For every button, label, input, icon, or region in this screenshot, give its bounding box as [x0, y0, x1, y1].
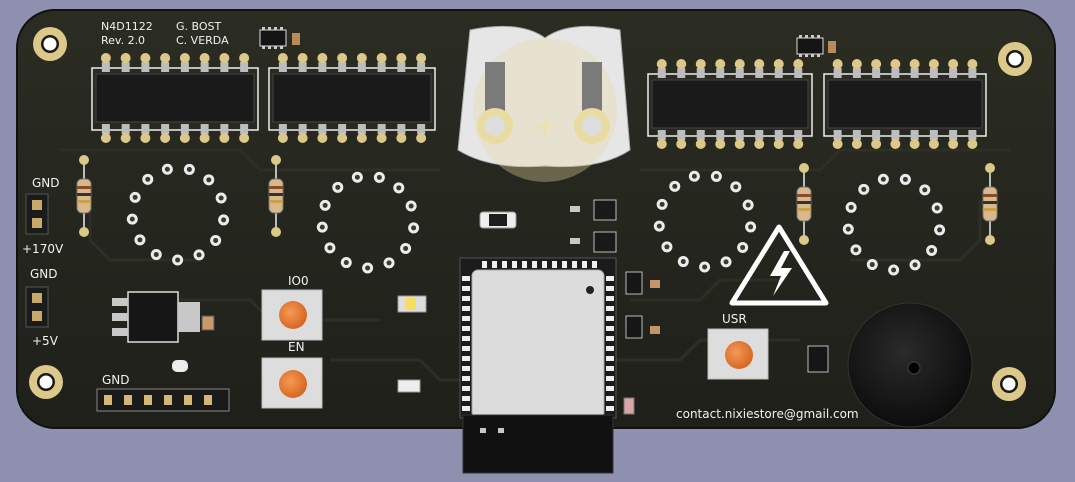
solder-jumper — [172, 360, 188, 372]
smd-transistor — [807, 345, 829, 373]
board-id: N4D1122 — [101, 20, 153, 33]
nixie-socket — [126, 163, 230, 266]
mounting-hole-bottom-right — [992, 367, 1026, 401]
dip-ic — [647, 59, 813, 149]
author-2: C. VERDA — [176, 34, 229, 47]
usb-connector — [462, 414, 614, 474]
battery-contact-right — [582, 62, 602, 120]
mounting-hole-top-left — [33, 27, 67, 61]
lv-connector — [25, 286, 49, 328]
dip-ic — [823, 59, 987, 149]
axial-resistor — [76, 155, 92, 237]
smd-capacitor — [201, 315, 215, 331]
smd-resistor — [292, 33, 300, 45]
battery-contact-left — [485, 62, 505, 120]
axial-resistor — [982, 163, 998, 245]
battery-plus-symbol: + — [532, 110, 557, 145]
nixie-sockets — [126, 163, 946, 276]
smd-transistors — [479, 199, 617, 253]
copper-traces — [60, 148, 1010, 382]
nixie-socket — [842, 173, 946, 276]
smd-components-right — [623, 271, 660, 415]
lv-voltage-label: +5V — [32, 334, 59, 348]
io0-button[interactable] — [261, 289, 323, 341]
esp32-pins — [462, 261, 614, 411]
coin-cell-holder: + — [457, 25, 631, 182]
axial-resistor — [796, 163, 812, 245]
usr-button-label: USR — [722, 312, 747, 326]
en-button-label: EN — [288, 340, 305, 354]
pin-header — [96, 388, 230, 412]
esp32-module — [459, 257, 617, 419]
hv-gnd-label: GND — [32, 176, 60, 190]
voltage-regulator — [112, 291, 200, 343]
smd-chip-top-left — [259, 27, 287, 49]
hv-connector — [25, 193, 49, 235]
axial-resistor — [268, 155, 284, 237]
lv-gnd-label: GND — [30, 267, 58, 281]
mounting-hole-top-right — [998, 42, 1032, 76]
nixie-socket — [316, 171, 420, 274]
hv-voltage-label: +170V — [22, 242, 64, 256]
high-voltage-warning-icon — [729, 224, 829, 306]
axial-resistors — [76, 155, 998, 245]
author-1: G. BOST — [176, 20, 222, 33]
nixie-socket — [653, 170, 757, 273]
header-gnd-label: GND — [102, 373, 130, 387]
en-button[interactable] — [261, 357, 323, 409]
mounting-hole-bottom-left — [29, 365, 63, 399]
smd-chip-top-right — [796, 35, 824, 57]
board-revision: Rev. 2.0 — [101, 34, 145, 47]
usr-button[interactable] — [707, 328, 769, 380]
contact-email: contact.nixiestore@gmail.com — [676, 407, 859, 421]
dip-ic — [268, 53, 436, 143]
dip-ic — [91, 53, 259, 143]
io0-button-label: IO0 — [288, 274, 309, 288]
status-led — [397, 295, 427, 313]
buzzer — [847, 302, 973, 428]
smd-capacitor-white — [397, 379, 421, 393]
dip-ic-row — [91, 53, 987, 149]
smd-resistor — [828, 41, 836, 53]
